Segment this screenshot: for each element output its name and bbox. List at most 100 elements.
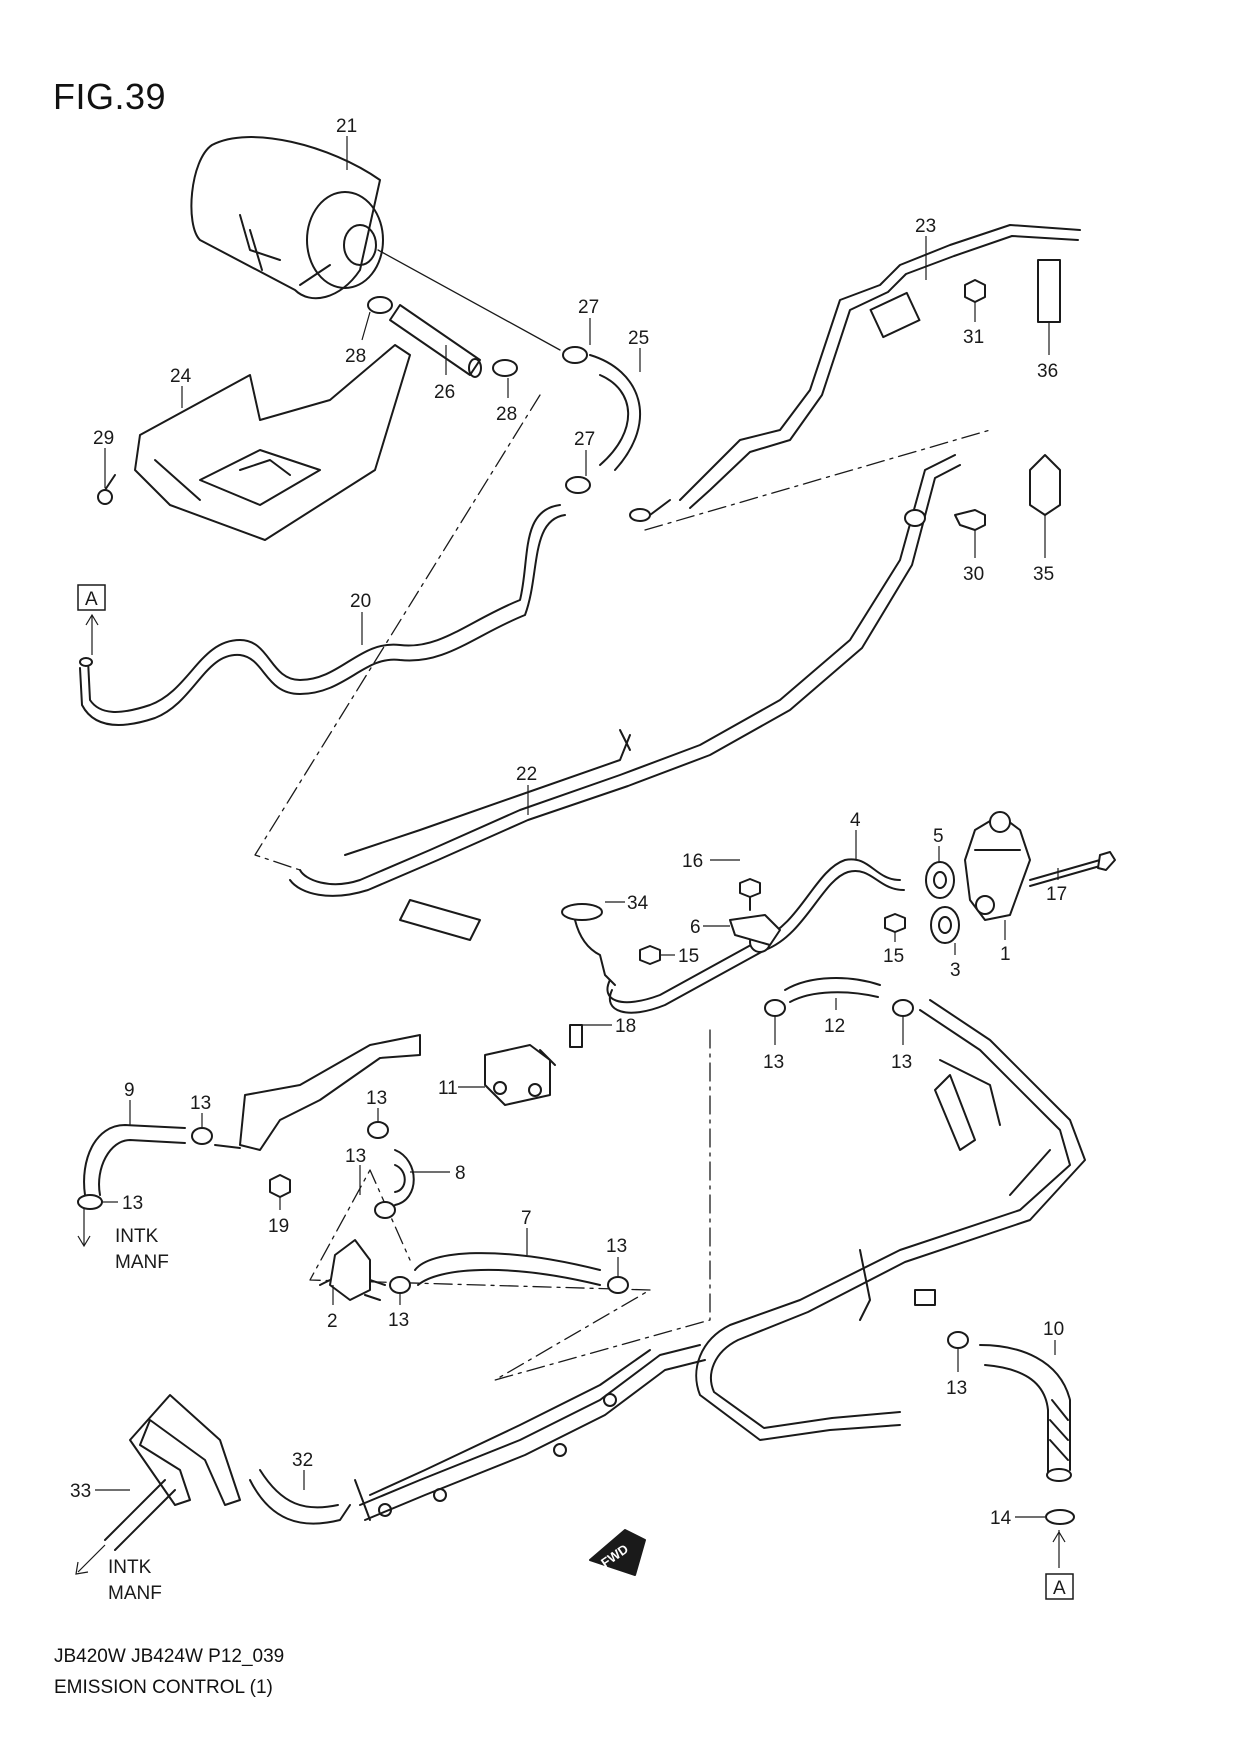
- bolt-part-18[interactable]: [569, 1024, 583, 1048]
- intk-manf-upper: INTK MANF: [77, 1208, 169, 1273]
- callout-26: 26: [434, 382, 455, 403]
- clamp-part-13i[interactable]: [607, 1276, 629, 1294]
- reference-lines: [254, 394, 991, 1381]
- callout-13e: 13: [122, 1193, 143, 1214]
- callout-5: 5: [933, 826, 944, 847]
- callout-20: 20: [350, 591, 371, 612]
- callout-19: 19: [268, 1216, 289, 1237]
- callout-3: 3: [950, 960, 961, 981]
- hose-part-20[interactable]: [79, 504, 566, 726]
- hose-part-7[interactable]: [414, 1252, 601, 1286]
- bolt-part-29[interactable]: [97, 474, 116, 505]
- svg-text:INTK: INTK: [115, 1226, 159, 1247]
- callout-2: 2: [327, 1311, 338, 1332]
- callout-32: 32: [292, 1450, 313, 1471]
- callout-18: 18: [615, 1016, 636, 1037]
- ref-box-a-right: A: [1045, 1530, 1074, 1600]
- callout-12: 12: [824, 1016, 845, 1037]
- hose-part-32[interactable]: [249, 1469, 351, 1525]
- callout-13a: 13: [763, 1052, 784, 1073]
- callout-17: 17: [1046, 884, 1067, 905]
- bolt-part-15a[interactable]: [639, 945, 661, 965]
- clip-part-34[interactable]: [561, 903, 603, 921]
- clamp-part-13h[interactable]: [389, 1276, 411, 1294]
- clamp-part-28b[interactable]: [492, 359, 518, 377]
- pressure-sensor-part-11[interactable]: [484, 1044, 556, 1106]
- callout-29: 29: [93, 428, 114, 449]
- gasket-part-3[interactable]: [930, 906, 960, 944]
- callout-28a: 28: [345, 346, 366, 367]
- callout-13f: 13: [366, 1088, 387, 1109]
- hose-part-8[interactable]: [394, 1149, 415, 1206]
- hose-part-10[interactable]: [979, 1344, 1072, 1482]
- bumper-part-36[interactable]: [1037, 259, 1061, 323]
- callout-7: 7: [521, 1208, 532, 1229]
- callout-28b: 28: [496, 404, 517, 425]
- callout-24: 24: [170, 366, 192, 387]
- bolt-part-17[interactable]: [1029, 851, 1116, 887]
- clamp-part-13d[interactable]: [191, 1127, 213, 1145]
- clamp-part-27a[interactable]: [562, 346, 588, 364]
- clamp-part-6[interactable]: [729, 914, 781, 946]
- rod-part-33[interactable]: [104, 1479, 176, 1551]
- clamp-part-13b[interactable]: [892, 999, 914, 1017]
- hose-part-26[interactable]: [389, 304, 482, 378]
- figure-title: FIG.39: [53, 76, 167, 117]
- pipe-assembly-right[interactable]: [695, 999, 1086, 1441]
- svg-text:INTK: INTK: [108, 1557, 152, 1578]
- canister-part-21[interactable]: [190, 136, 561, 351]
- bracket-lower-left[interactable]: [129, 1394, 241, 1506]
- bracket-part-24[interactable]: [134, 344, 411, 541]
- clamp-part-14[interactable]: [1045, 1509, 1075, 1525]
- clamp-part-28a[interactable]: [367, 296, 393, 314]
- hose-part-25[interactable]: [589, 354, 641, 471]
- svg-text:MANF: MANF: [108, 1583, 162, 1604]
- callout-13c: 13: [946, 1378, 967, 1399]
- callout-11: 11: [438, 1078, 458, 1099]
- nut-part-31[interactable]: [964, 279, 986, 303]
- callout-31: 31: [963, 327, 984, 348]
- bolt-part-30[interactable]: [954, 509, 986, 531]
- bracket-upper-left[interactable]: [214, 1034, 421, 1151]
- egr-valve-part-1[interactable]: [964, 811, 1031, 921]
- ref-box-a-left: A: [77, 584, 106, 655]
- clamp-part-13c[interactable]: [947, 1331, 969, 1349]
- clip-part-35[interactable]: [1029, 454, 1061, 516]
- callout-13h: 13: [388, 1310, 409, 1331]
- callout-13i: 13: [606, 1236, 627, 1257]
- clamp-part-13e[interactable]: [77, 1194, 103, 1210]
- callout-22: 22: [516, 764, 537, 785]
- bolt-part-16[interactable]: [739, 878, 761, 911]
- callout-33: 33: [70, 1481, 91, 1502]
- clamp-part-27b[interactable]: [565, 476, 591, 494]
- bolt-part-15b[interactable]: [884, 913, 906, 933]
- callout-23: 23: [915, 216, 936, 237]
- pipe-part-23[interactable]: [629, 224, 1081, 522]
- callout-13g: 13: [345, 1146, 366, 1167]
- hose-part-9[interactable]: [83, 1124, 186, 1196]
- pipe-assembly-lower[interactable]: [354, 1344, 706, 1521]
- gasket-part-5[interactable]: [925, 861, 955, 899]
- pipe-part-22[interactable]: [289, 454, 961, 941]
- callout-10: 10: [1043, 1319, 1064, 1340]
- svg-text:A: A: [85, 589, 98, 610]
- callout-6: 6: [690, 917, 701, 938]
- callout-27a: 27: [578, 297, 599, 318]
- vsv-part-2[interactable]: [319, 1239, 386, 1301]
- footer-title: EMISSION CONTROL (1): [54, 1677, 273, 1698]
- callout-25: 25: [628, 328, 649, 349]
- callout-4: 4: [850, 810, 861, 831]
- hose-part-12[interactable]: [784, 977, 881, 1003]
- callout-15a: 15: [678, 946, 699, 967]
- callout-27b: 27: [574, 429, 595, 450]
- clamp-part-13f[interactable]: [367, 1121, 389, 1139]
- clamp-part-13g[interactable]: [374, 1201, 396, 1219]
- nut-part-19[interactable]: [269, 1174, 291, 1198]
- callout-16: 16: [682, 851, 703, 872]
- clamp-part-13a[interactable]: [764, 999, 786, 1017]
- callout-21: 21: [336, 116, 357, 137]
- callout-30: 30: [963, 564, 984, 585]
- intk-manf-lower: INTK MANF: [75, 1544, 162, 1604]
- callout-15b: 15: [883, 946, 904, 967]
